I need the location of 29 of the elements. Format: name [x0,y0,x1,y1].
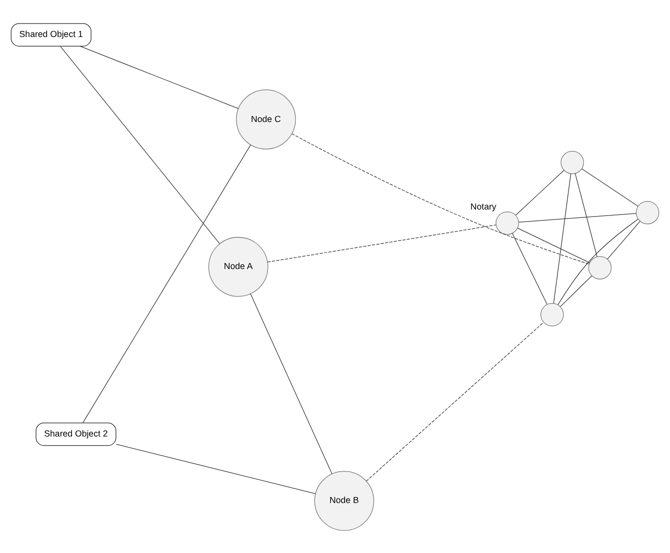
connector [292,132,590,264]
connector [581,168,638,206]
connector [607,220,640,259]
connector [553,173,572,304]
node-circle: Node A [208,236,268,296]
node-circle [588,256,612,279]
connector [560,274,592,307]
node-circle: Node B [314,470,374,530]
node-circle [560,150,584,174]
connector [512,232,548,304]
connector [116,443,316,494]
connector [82,144,251,423]
connector [517,227,590,263]
node-box: Shared Object 2 [36,422,116,446]
node-circle [496,210,519,234]
connector [515,169,564,215]
node-box: Shared Object 1 [10,22,92,46]
connector [250,293,332,474]
connector [60,45,220,244]
node-circle [636,200,660,224]
node-label: Notary [470,200,496,211]
node-circle: Node C [236,89,296,149]
connector [366,321,544,481]
connector [80,45,239,108]
node-circle [540,302,564,326]
connector [574,172,598,257]
connector [267,224,496,262]
connector [558,218,638,305]
connector [518,212,636,222]
